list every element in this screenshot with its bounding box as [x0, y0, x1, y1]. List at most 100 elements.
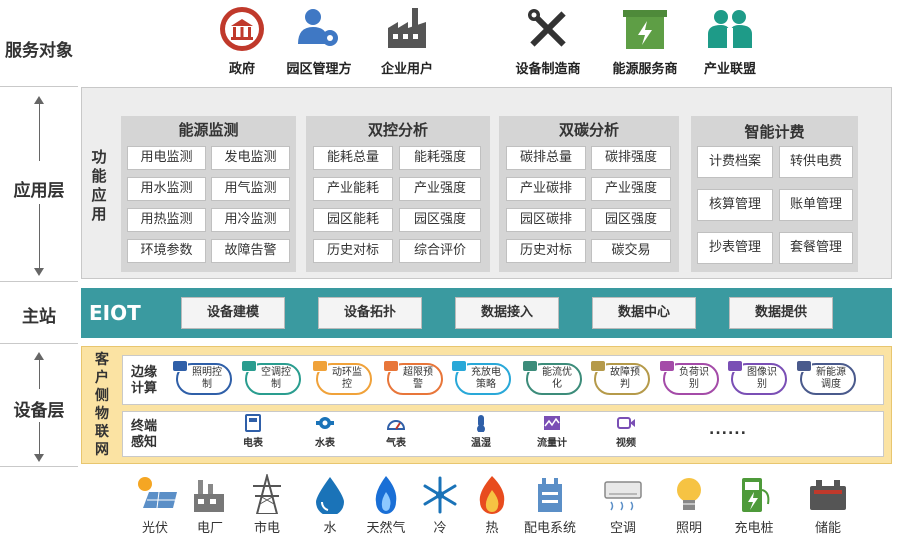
app-item[interactable]: 园区碳排 [506, 208, 586, 232]
terminal-item[interactable]: 气表 [371, 414, 421, 449]
terminal-item[interactable]: 水表 [300, 414, 350, 449]
snowflake-icon [423, 476, 457, 514]
app-item[interactable]: 抄表管理 [697, 232, 773, 264]
edge-item[interactable]: 新能源调度 [796, 360, 858, 398]
terminal-item[interactable]: 电表 [228, 414, 278, 449]
terminal-item-label: 水表 [315, 438, 335, 449]
distribution-icon [538, 478, 562, 512]
app-item[interactable]: 能耗强度 [399, 146, 481, 170]
edge-item[interactable]: 能流优化 [522, 360, 584, 398]
arrow-up-icon [34, 352, 44, 360]
video-camera-icon [617, 417, 635, 429]
app-item[interactable]: 套餐管理 [779, 232, 853, 264]
edge-item[interactable]: 照明控制 [172, 360, 234, 398]
base-resource-label: 光伏 [141, 521, 168, 536]
app-item[interactable]: 核算管理 [697, 189, 773, 221]
edge-icon [796, 360, 812, 372]
app-side-title: 功能应用 [91, 148, 107, 223]
app-item[interactable]: 用电监测 [127, 146, 206, 170]
app-item[interactable]: 用气监测 [211, 177, 290, 201]
app-item[interactable]: 计费档案 [697, 146, 773, 178]
master-button[interactable]: 数据提供 [729, 297, 833, 329]
edge-item[interactable]: 空调控制 [241, 360, 303, 398]
base-resource-label: 照明 [675, 521, 702, 536]
app-item[interactable]: 用冷监测 [211, 208, 290, 232]
edge-item-pill [731, 363, 787, 395]
app-item[interactable]: 产业碳排 [506, 177, 586, 201]
app-item[interactable]: 园区能耗 [313, 208, 393, 232]
base-resource: 天然气 [356, 474, 416, 536]
edge-item[interactable]: 图像识别 [727, 360, 789, 398]
app-item[interactable]: 产业能耗 [313, 177, 393, 201]
edge-icon [241, 360, 257, 372]
edge-item[interactable]: 动环监控 [312, 360, 374, 398]
flow-meter-icon [544, 416, 560, 430]
service-industry-alliance: 产业联盟 [690, 4, 770, 77]
app-item[interactable]: 故障告警 [211, 239, 290, 263]
charging-pile-icon [742, 478, 770, 512]
master-button[interactable]: 数据接入 [455, 297, 559, 329]
layer-label-master: 主站 [22, 307, 56, 327]
device-side-title: 客户侧物联网 [95, 352, 109, 458]
eiot-title: EIOT [89, 301, 141, 325]
app-item[interactable]: 能耗总量 [313, 146, 393, 170]
terminal-item[interactable]: 温湿 [456, 414, 506, 449]
terminal-item[interactable]: 视频 [601, 414, 651, 449]
arrow-line [39, 359, 40, 389]
separator [0, 86, 78, 87]
terminal-item-label: 温湿 [471, 438, 491, 449]
edge-item-label: 负荷识别 [679, 367, 709, 390]
master-button[interactable]: 数据中心 [592, 297, 696, 329]
edge-icon [172, 360, 188, 372]
master-button[interactable]: 设备拓扑 [318, 297, 422, 329]
group-dual-control: 双控分析 能耗总量 能耗强度 产业能耗 产业强度 园区能耗 园区强度 历史对标 … [306, 116, 490, 272]
base-resource-label: 热 [485, 521, 499, 536]
service-label: 能源服务商 [612, 62, 678, 77]
app-item[interactable]: 用热监测 [127, 208, 206, 232]
battery-storage-icon [810, 480, 846, 510]
edge-icon [522, 360, 538, 372]
app-item[interactable]: 转供电费 [779, 146, 853, 178]
edge-item[interactable]: 充放电策略 [451, 360, 513, 398]
gas-flame-icon [375, 476, 397, 514]
energy-box-icon [623, 10, 667, 49]
electric-meter-icon [245, 414, 261, 432]
edge-item[interactable]: 故障预判 [590, 360, 652, 398]
app-item[interactable]: 碳排强度 [591, 146, 671, 170]
app-item[interactable]: 产业强度 [591, 177, 671, 201]
solar-panel-icon [138, 477, 177, 509]
terminal-item[interactable]: 流量计 [527, 414, 577, 449]
app-item[interactable]: 账单管理 [779, 189, 853, 221]
base-resource: 冷 [410, 474, 470, 536]
base-resource-label: 充电桩 [734, 521, 774, 536]
service-label: 企业用户 [380, 62, 433, 77]
app-item[interactable]: 环境参数 [127, 239, 206, 263]
app-item[interactable]: 发电监测 [211, 146, 290, 170]
service-equipment-maker: 设备制造商 [508, 4, 588, 77]
app-item[interactable]: 历史对标 [506, 239, 586, 263]
app-item[interactable]: 园区强度 [591, 208, 671, 232]
app-item[interactable]: 碳排总量 [506, 146, 586, 170]
service-label: 产业联盟 [703, 62, 756, 77]
layer-label-device: 设备层 [13, 401, 65, 421]
base-resource-label: 天然气 [366, 521, 406, 536]
government-icon [220, 7, 264, 51]
edge-item-label: 能流优化 [542, 367, 572, 390]
separator [0, 343, 78, 344]
edge-item[interactable]: 负荷识别 [659, 360, 721, 398]
edge-item-label: 故障预判 [610, 367, 640, 390]
power-tower-icon [253, 474, 281, 514]
edge-icon [727, 360, 743, 372]
power-plant-icon [194, 480, 224, 512]
app-item[interactable]: 历史对标 [313, 239, 393, 263]
app-item[interactable]: 产业强度 [399, 177, 481, 201]
app-item[interactable]: 用水监测 [127, 177, 206, 201]
edge-item-label: 照明控制 [192, 367, 222, 390]
app-item[interactable]: 园区强度 [399, 208, 481, 232]
service-label: 园区管理方 [286, 62, 352, 77]
edge-item[interactable]: 超限预警 [383, 360, 445, 398]
separator [0, 281, 78, 282]
app-item[interactable]: 碳交易 [591, 239, 671, 263]
master-button[interactable]: 设备建模 [181, 297, 285, 329]
app-item[interactable]: 综合评价 [399, 239, 481, 263]
